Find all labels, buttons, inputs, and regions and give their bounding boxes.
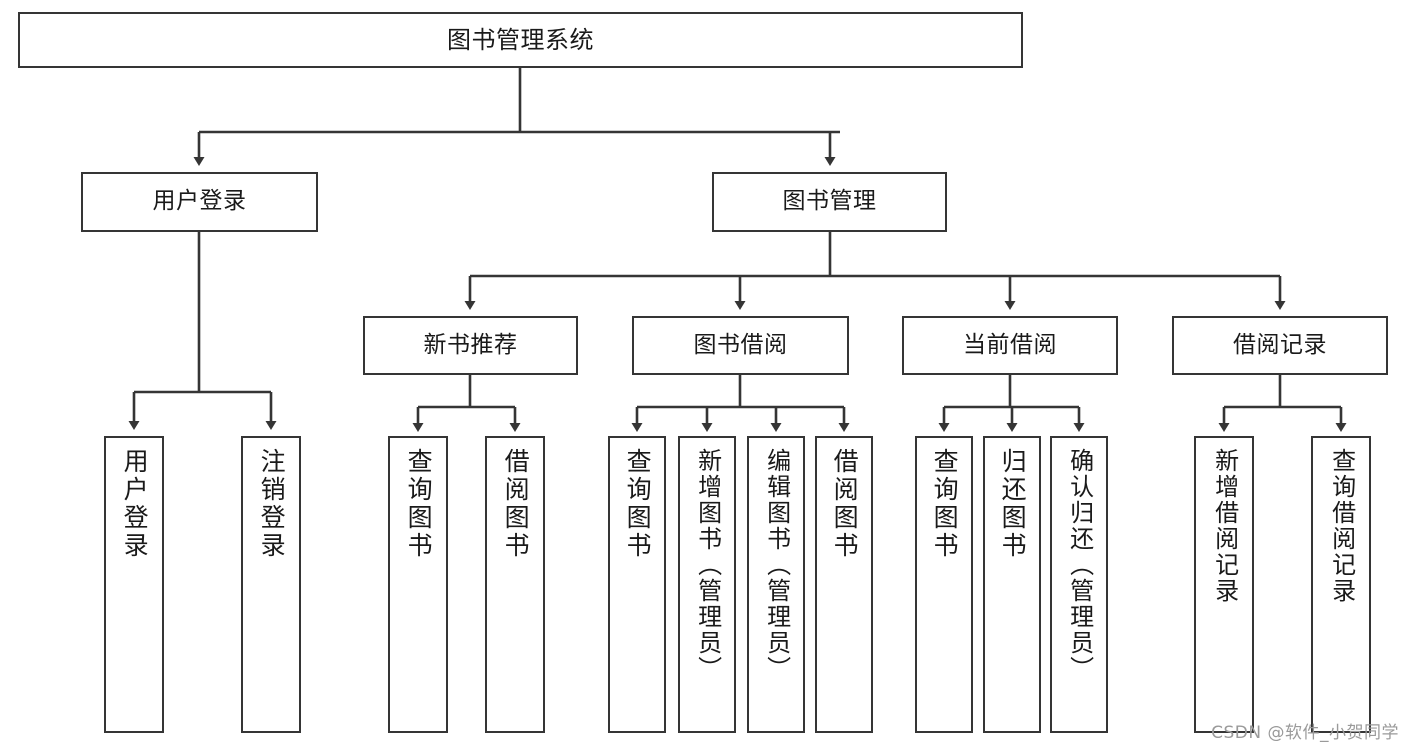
leaf-edit-book-admin[interactable]: 编辑图书（管理员） [747, 436, 805, 733]
node-book-borrow-label: 图书借阅 [693, 331, 788, 358]
leaf-add-book-admin[interactable]: 新增图书（管理员） [678, 436, 736, 733]
leaf-confirm-return-admin-label: 确认归还（管理员） [1065, 448, 1094, 682]
leaf-user-login-label: 用户登录 [120, 448, 150, 560]
node-book-borrow[interactable]: 图书借阅 [632, 316, 849, 375]
node-user-login[interactable]: 用户登录 [81, 172, 318, 232]
leaf-logout-label: 注销登录 [257, 448, 287, 560]
leaf-edit-book-admin-label: 编辑图书（管理员） [762, 448, 791, 682]
node-user-login-label: 用户登录 [152, 188, 247, 215]
leaf-borrow-book-recommend[interactable]: 借阅图书 [485, 436, 545, 733]
leaf-add-borrow-record[interactable]: 新增借阅记录 [1194, 436, 1254, 733]
node-book-management-label: 图书管理 [782, 188, 877, 215]
node-book-management[interactable]: 图书管理 [712, 172, 947, 232]
leaf-query-book-recommend[interactable]: 查询图书 [388, 436, 448, 733]
leaf-query-borrow-record-label: 查询借阅记录 [1327, 448, 1356, 604]
node-borrow-record[interactable]: 借阅记录 [1172, 316, 1388, 375]
leaf-return-book[interactable]: 归还图书 [983, 436, 1041, 733]
node-borrow-record-label: 借阅记录 [1233, 331, 1327, 358]
leaf-query-book-borrow-label: 查询图书 [623, 448, 653, 560]
leaf-return-book-label: 归还图书 [998, 448, 1028, 560]
node-current-borrow[interactable]: 当前借阅 [902, 316, 1118, 375]
node-new-book-recommend[interactable]: 新书推荐 [363, 316, 578, 375]
leaf-logout[interactable]: 注销登录 [241, 436, 301, 733]
node-new-book-recommend-label: 新书推荐 [423, 331, 518, 358]
leaf-borrow-book[interactable]: 借阅图书 [815, 436, 873, 733]
leaf-query-book-borrow[interactable]: 查询图书 [608, 436, 666, 733]
node-root-label: 图书管理系统 [447, 25, 594, 54]
leaf-add-borrow-record-label: 新增借阅记录 [1210, 448, 1239, 604]
leaf-query-book-current[interactable]: 查询图书 [915, 436, 973, 733]
leaf-borrow-book-label: 借阅图书 [830, 448, 860, 560]
leaf-query-book-current-label: 查询图书 [930, 448, 960, 560]
leaf-borrow-book-recommend-label: 借阅图书 [501, 448, 531, 560]
leaf-query-borrow-record[interactable]: 查询借阅记录 [1311, 436, 1371, 733]
node-current-borrow-label: 当前借阅 [963, 331, 1057, 358]
node-root[interactable]: 图书管理系统 [18, 12, 1023, 68]
leaf-confirm-return-admin[interactable]: 确认归还（管理员） [1050, 436, 1108, 733]
leaf-user-login[interactable]: 用户登录 [104, 436, 164, 733]
csdn-watermark: CSDN @软件_小贺同学 [1211, 723, 1399, 743]
leaf-add-book-admin-label: 新增图书（管理员） [693, 448, 722, 682]
leaf-query-book-recommend-label: 查询图书 [404, 448, 434, 560]
